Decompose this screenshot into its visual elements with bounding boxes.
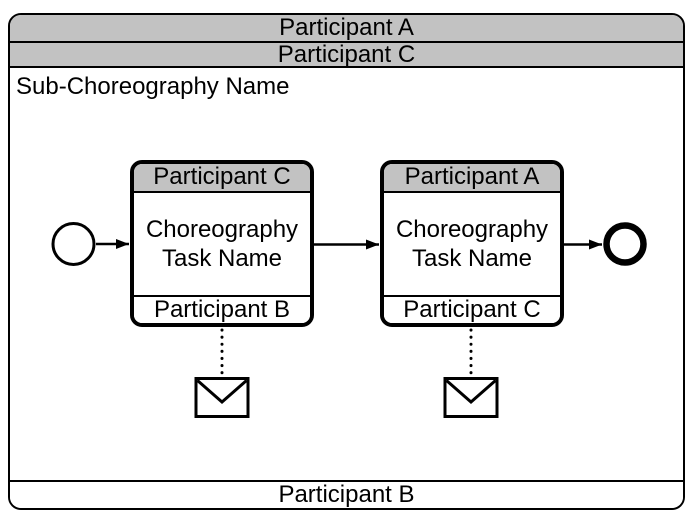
task-2-responder-label: Participant C: [403, 295, 541, 323]
task-1-initiator-band: Participant C: [134, 164, 310, 193]
participant-band-a: Participant A: [10, 15, 683, 43]
sub-choreography-container[interactable]: Participant A Participant C Sub-Choreogr…: [8, 13, 685, 510]
participant-band-b-label: Participant B: [278, 481, 415, 508]
participant-band-a-label: Participant A: [279, 14, 414, 41]
participant-band-c: Participant C: [10, 40, 683, 68]
participant-band-c-label: Participant C: [277, 40, 416, 68]
task-2-initiator-band: Participant A: [384, 164, 560, 193]
choreography-task-2[interactable]: Participant A Choreography Task Name Par…: [380, 160, 564, 327]
choreography-task-1[interactable]: Participant C Choreography Task Name Par…: [130, 160, 314, 327]
task-1-responder-label: Participant B: [153, 295, 291, 323]
task-1-responder-band: Participant B: [134, 294, 310, 323]
task-2-name: Choreography Task Name: [395, 215, 549, 272]
participant-band-b: Participant B: [10, 480, 683, 508]
task-1-initiator-label: Participant C: [153, 163, 291, 191]
task-2-responder-band: Participant C: [384, 294, 560, 323]
task-1-name: Choreography Task Name: [145, 215, 299, 272]
sub-choreography-body: Sub-Choreography Name: [10, 68, 683, 480]
task-2-initiator-label: Participant A: [404, 163, 540, 191]
sub-choreography-name-label: Sub-Choreography Name: [16, 73, 290, 100]
